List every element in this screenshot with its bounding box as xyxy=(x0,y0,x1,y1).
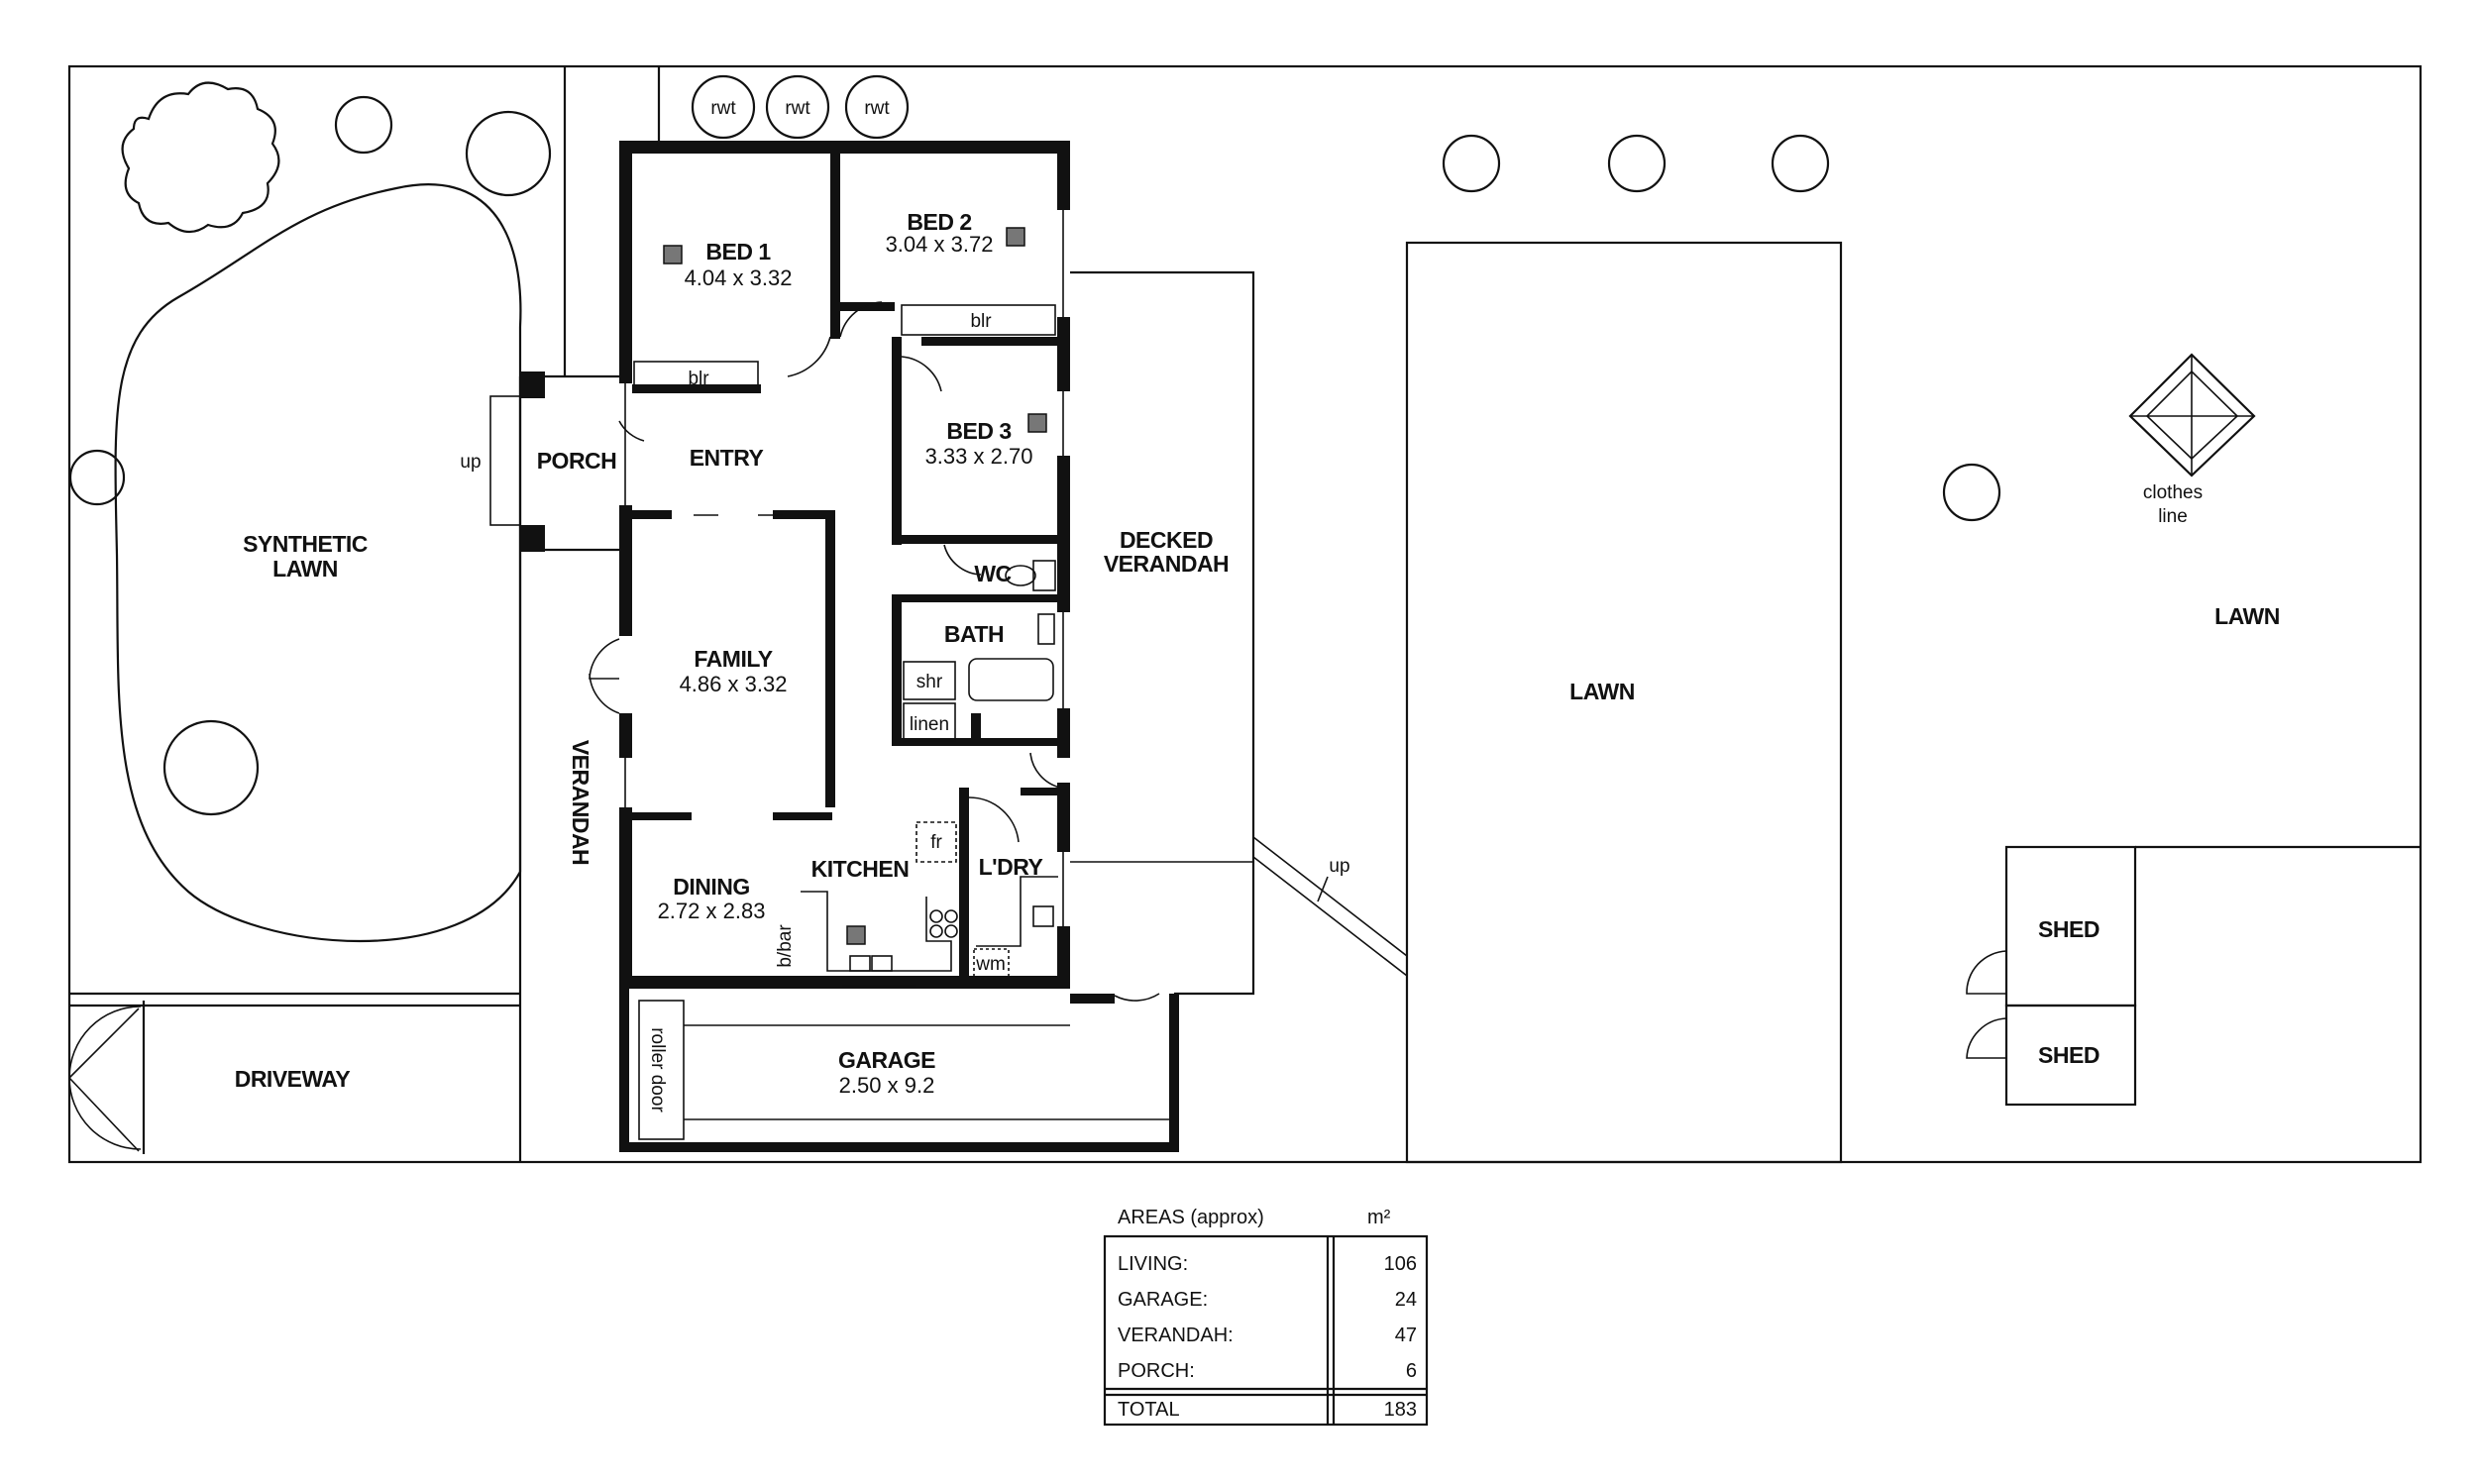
roller-door-label: roller door xyxy=(647,1027,668,1113)
linen-label: linen xyxy=(910,714,949,735)
areas-unit: m² xyxy=(1367,1207,1391,1228)
lawn-area xyxy=(1405,241,1843,1164)
garage-walls xyxy=(619,989,1179,1152)
areas-total-label: TOTAL xyxy=(1118,1399,1180,1421)
rainwater-tank-icon xyxy=(765,74,830,140)
room-wc: WC xyxy=(974,561,1011,586)
areas-row-label: PORCH: xyxy=(1118,1360,1195,1382)
clothes-line-label: line xyxy=(2158,506,2188,527)
tree-icon xyxy=(334,95,393,155)
rwt-label: rwt xyxy=(785,98,810,119)
lawn-label: LAWN xyxy=(2214,603,2280,629)
areas-row-label: LIVING: xyxy=(1118,1253,1188,1275)
room-bed3-dims: 3.33 x 2.70 xyxy=(925,444,1033,469)
room-entry: ENTRY xyxy=(690,445,764,471)
tree-icon xyxy=(121,81,280,234)
areas-row-value: 6 xyxy=(1406,1360,1417,1382)
fridge-label: fr xyxy=(930,832,942,853)
room-bath: BATH xyxy=(944,621,1004,647)
areas-row-label: GARAGE: xyxy=(1118,1289,1208,1311)
robe-label: blr xyxy=(688,369,709,389)
room-bed1-name: BED 1 xyxy=(705,239,771,265)
tree-icon xyxy=(465,110,552,197)
clothes-line-label: clothes xyxy=(2143,482,2203,503)
tree-icon xyxy=(1607,134,1667,193)
room-bed2-name: BED 2 xyxy=(907,209,971,235)
room-garage-dims: 2.50 x 9.2 xyxy=(839,1073,935,1098)
rwt-label: rwt xyxy=(864,98,890,119)
room-bed3-name: BED 3 xyxy=(946,418,1011,444)
rainwater-tank-icon xyxy=(844,74,910,140)
areas-row-value: 47 xyxy=(1395,1325,1417,1346)
room-family-name: FAMILY xyxy=(694,646,772,672)
synthetic-lawn-label: LAWN xyxy=(272,556,338,582)
areas-table: AREAS (approx) m² LIVING: 106 GARAGE: 24… xyxy=(1103,1207,1429,1427)
areas-total-value: 183 xyxy=(1384,1399,1417,1421)
tree-icon xyxy=(68,449,126,506)
heater-icon xyxy=(1006,227,1025,247)
areas-row-label: VERANDAH: xyxy=(1118,1325,1234,1346)
breakfast-bar-label: b/bar xyxy=(775,924,796,968)
heater-icon xyxy=(1027,413,1047,433)
tree-icon xyxy=(1942,463,2001,522)
heater-icon xyxy=(846,925,866,945)
room-bed2-dims: 3.04 x 3.72 xyxy=(886,232,994,257)
robe-label: blr xyxy=(970,311,992,332)
room-garage-name: GARAGE xyxy=(838,1047,935,1073)
step-up-label: up xyxy=(460,452,481,473)
decked-verandah-label: VERANDAH xyxy=(1104,551,1229,577)
clothes-line-icon xyxy=(2128,353,2256,477)
synthetic-lawn-label: SYNTHETIC xyxy=(243,531,368,557)
decked-verandah-label: DECKED xyxy=(1120,527,1213,553)
room-kitchen: KITCHEN xyxy=(811,856,910,882)
room-porch: PORCH xyxy=(537,448,617,474)
shed xyxy=(2004,1004,2137,1107)
driveway-label: DRIVEWAY xyxy=(235,1066,351,1092)
lawn-label: LAWN xyxy=(1569,679,1635,704)
room-family-dims: 4.86 x 3.32 xyxy=(680,672,788,696)
tree-icon xyxy=(1442,134,1501,193)
house-walls xyxy=(619,141,1070,989)
areas-title: AREAS (approx) xyxy=(1118,1207,1264,1228)
rwt-label: rwt xyxy=(710,98,736,119)
areas-row-value: 24 xyxy=(1395,1289,1417,1311)
room-dining-dims: 2.72 x 2.83 xyxy=(658,899,766,923)
shed-label: SHED xyxy=(2038,916,2100,942)
washing-machine-label: wm xyxy=(975,954,1006,975)
tree-icon xyxy=(1771,134,1830,193)
room-bed1-dims: 4.04 x 3.32 xyxy=(685,265,793,290)
areas-row-value: 106 xyxy=(1384,1253,1417,1275)
verandah-label: VERANDAH xyxy=(568,740,593,865)
room-dining-name: DINING xyxy=(673,874,750,900)
room-laundry: L'DRY xyxy=(979,854,1043,880)
decked-verandah xyxy=(1070,270,1255,996)
step-up-label: up xyxy=(1329,856,1349,877)
site-boundary xyxy=(67,64,2423,1164)
shower-label: shr xyxy=(916,672,943,692)
heater-icon xyxy=(663,245,683,265)
rainwater-tank-icon xyxy=(691,74,756,140)
shed-label: SHED xyxy=(2038,1042,2100,1068)
driveway-gate xyxy=(68,1001,146,1154)
synthetic-lawn-area xyxy=(114,183,522,942)
tree-icon xyxy=(162,719,260,816)
